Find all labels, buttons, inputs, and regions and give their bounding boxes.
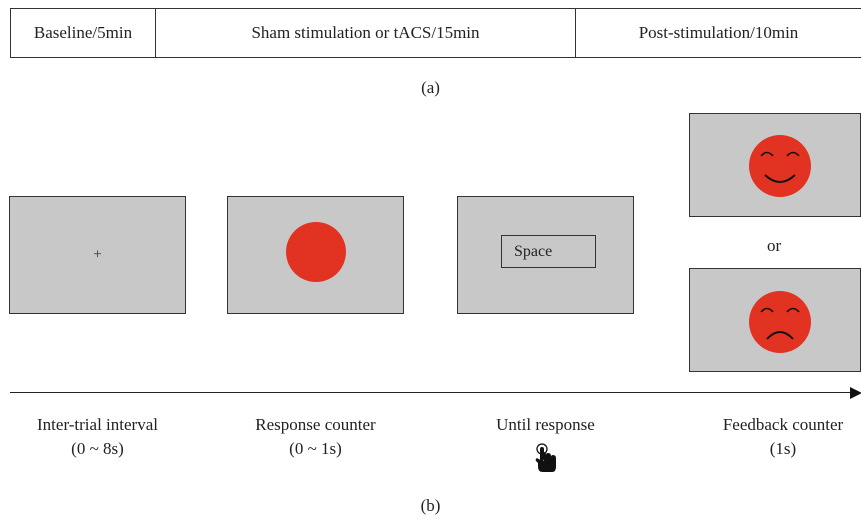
negative-feedback-screen bbox=[689, 268, 861, 372]
step-duration: (0 ~ 1s) bbox=[289, 439, 342, 458]
response-counter-screen bbox=[227, 196, 404, 314]
step-duration: (0 ~ 8s) bbox=[71, 439, 124, 458]
happy-face-icon bbox=[749, 135, 811, 197]
or-label: or bbox=[767, 236, 782, 255]
sad-face-icon bbox=[749, 291, 811, 353]
timeline-segment-stimulation: Sham stimulation or tACS/15min bbox=[156, 9, 576, 57]
timeline-segment-post-stimulation: Post-stimulation/10min bbox=[638, 23, 799, 42]
positive-feedback-screen bbox=[689, 113, 861, 217]
red-circle-stimulus bbox=[286, 222, 346, 282]
step-title: Inter-trial interval bbox=[37, 415, 158, 434]
space-key-label: Space bbox=[514, 242, 553, 260]
time-arrow-line bbox=[10, 392, 852, 393]
step-title: Until response bbox=[496, 415, 595, 434]
step-duration: (1s) bbox=[769, 439, 797, 458]
panel-label-a: (a) bbox=[421, 78, 440, 97]
timeline-segment-baseline: Baseline/5min bbox=[11, 9, 156, 57]
step-caption-feedback-counter: Feedback counter (1s) bbox=[705, 413, 861, 461]
space-key-box: Space bbox=[501, 235, 596, 268]
fixation-screen: + bbox=[9, 196, 186, 314]
hand-pointer-icon bbox=[535, 443, 556, 472]
until-response-screen: Space bbox=[457, 196, 634, 314]
step-title: Response counter bbox=[255, 415, 376, 434]
step-caption-response-counter: Response counter (0 ~ 1s) bbox=[225, 413, 406, 461]
fixation-cross: + bbox=[93, 246, 102, 263]
step-caption-until-response: Until response bbox=[457, 413, 634, 480]
step-title: Feedback counter bbox=[722, 415, 844, 434]
stimulation-timeline: Baseline/5min Sham stimulation or tACS/1… bbox=[10, 8, 861, 58]
step-caption-inter-trial: Inter-trial interval (0 ~ 8s) bbox=[9, 413, 186, 461]
time-arrow-head bbox=[850, 387, 861, 399]
panel-label-b: (b) bbox=[420, 496, 441, 515]
